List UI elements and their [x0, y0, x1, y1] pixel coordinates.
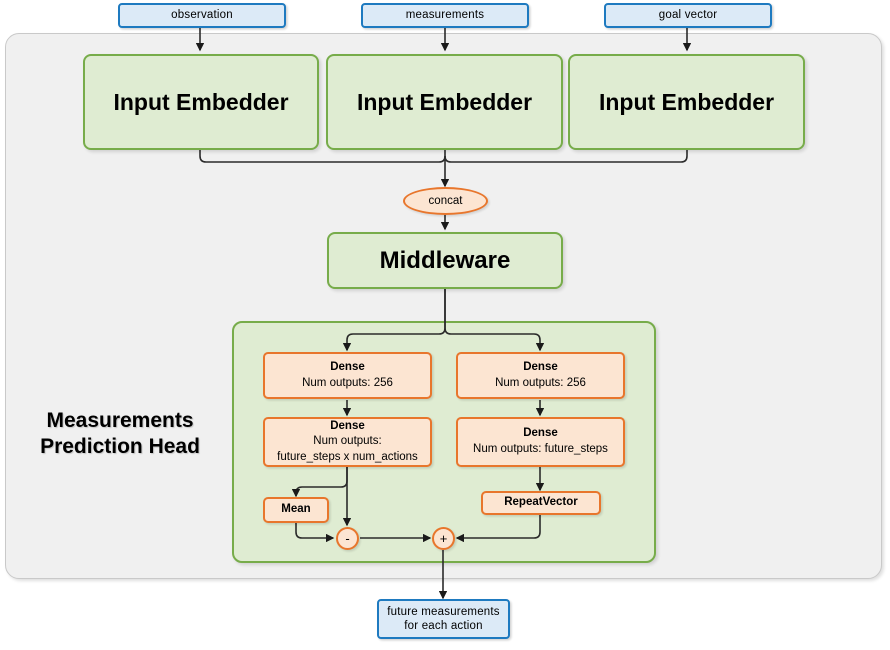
subtract-operator[interactable]: -	[336, 527, 359, 550]
left-dense-2-outputs-value: future_steps x num_actions	[277, 450, 418, 463]
left-dense-1-outputs: Num outputs: 256	[302, 376, 393, 389]
output-line-2: for each action	[404, 620, 483, 632]
repeat-vector-box[interactable]: RepeatVector	[481, 491, 601, 515]
mean-label: Mean	[281, 503, 311, 516]
measurements-prediction-head-label: Measurements Prediction Head	[20, 408, 220, 461]
output-line-1: future measurements	[387, 605, 500, 618]
left-dense-2-title: Dense	[330, 419, 365, 432]
mean-box[interactable]: Mean	[263, 497, 329, 523]
head-label-line-2: Prediction Head	[40, 435, 200, 459]
middleware-box[interactable]: Middleware	[327, 232, 563, 289]
input-box-observation[interactable]: observation	[118, 3, 286, 28]
input-embedder-observation[interactable]: Input Embedder	[83, 54, 319, 150]
right-dense-1[interactable]: Dense Num outputs: 256	[456, 352, 625, 399]
right-dense-2-outputs: Num outputs: future_steps	[473, 443, 608, 455]
right-dense-1-outputs: Num outputs: 256	[495, 376, 586, 389]
right-dense-2-title: Dense	[523, 427, 558, 440]
repeat-vector-label: RepeatVector	[504, 496, 578, 509]
right-dense-2[interactable]: Dense Num outputs: future_steps	[456, 417, 625, 467]
left-dense-1[interactable]: Dense Num outputs: 256	[263, 352, 432, 399]
input-box-goal-vector[interactable]: goal vector	[604, 3, 772, 28]
left-dense-2[interactable]: Dense Num outputs: future_steps x num_ac…	[263, 417, 432, 467]
input-box-measurements[interactable]: measurements	[361, 3, 529, 28]
left-dense-2-outputs-label: Num outputs:	[313, 435, 382, 448]
head-label-line-1: Measurements	[46, 409, 194, 432]
input-embedder-goal-vector[interactable]: Input Embedder	[568, 54, 805, 150]
right-dense-1-title: Dense	[523, 360, 558, 373]
left-dense-1-title: Dense	[330, 360, 365, 373]
input-embedder-measurements[interactable]: Input Embedder	[326, 54, 563, 150]
output-box-future-measurements[interactable]: future measurements for each action	[377, 599, 510, 639]
concat-node[interactable]: concat	[403, 187, 488, 215]
add-operator[interactable]: +	[432, 527, 455, 550]
